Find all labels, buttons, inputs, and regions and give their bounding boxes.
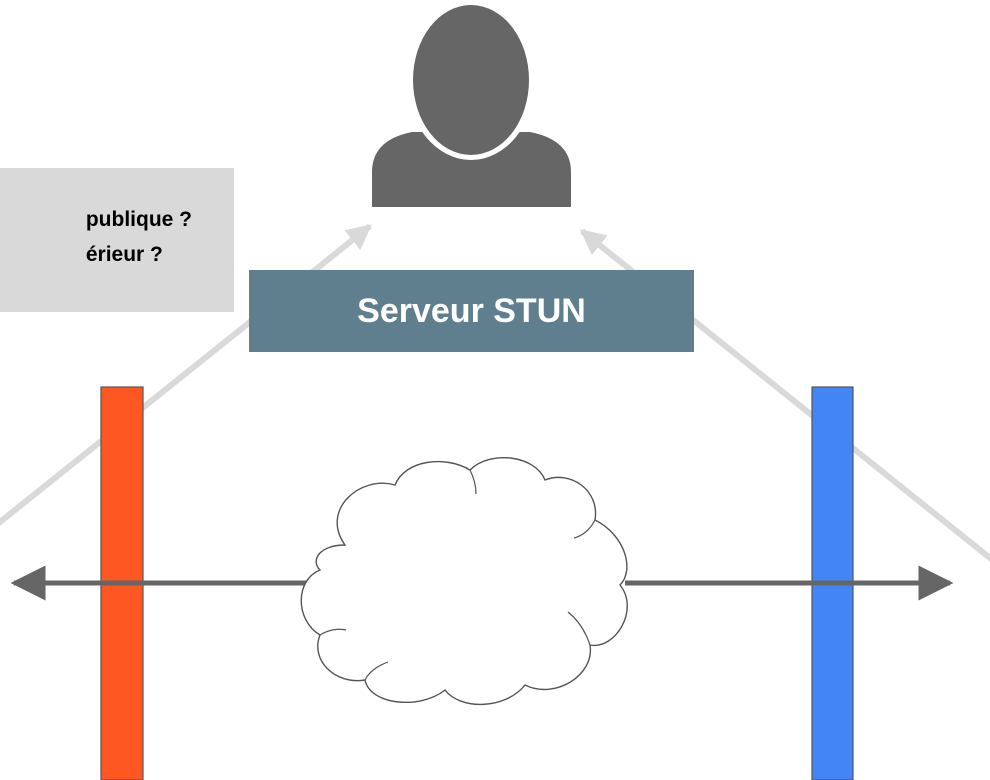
user-silhouette-icon	[372, 0, 571, 207]
stun-server-label: Serveur STUN	[249, 270, 694, 352]
question-line-1: publique ?	[85, 208, 192, 231]
question-line-2: érieur ?	[85, 243, 163, 266]
question-text: publique ? érieur ?	[86, 202, 192, 272]
question-box: publique ? érieur ?	[0, 168, 234, 312]
cloud-icon	[300, 457, 628, 706]
